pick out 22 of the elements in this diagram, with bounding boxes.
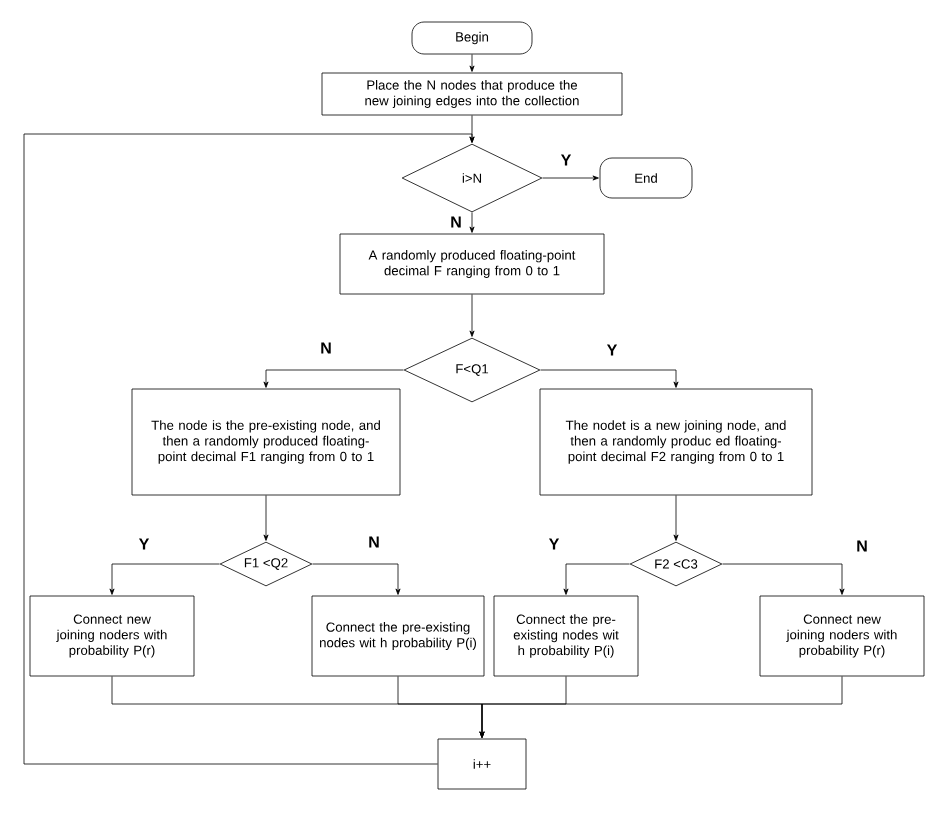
arrow — [263, 369, 404, 388]
edge-label: N — [321, 342, 331, 354]
edge-label: N — [857, 540, 867, 552]
arrow — [673, 495, 679, 541]
edge-label: Y — [560, 154, 572, 166]
arrow — [722, 563, 845, 595]
edge-label: N — [451, 216, 461, 228]
arrow — [23, 133, 475, 765]
arrow — [312, 563, 401, 595]
arrow — [109, 563, 220, 595]
arrow — [542, 175, 599, 181]
arrow — [469, 54, 475, 72]
edge-label: Y — [138, 538, 150, 550]
arrow — [469, 212, 475, 233]
edge-label: N — [369, 536, 379, 548]
edge-label: Y — [606, 344, 618, 356]
arrow — [563, 563, 630, 595]
edge-label: Y — [548, 538, 560, 550]
arrow — [469, 294, 475, 337]
arrow — [540, 369, 679, 388]
arrow — [263, 495, 269, 541]
arrow — [479, 676, 843, 738]
